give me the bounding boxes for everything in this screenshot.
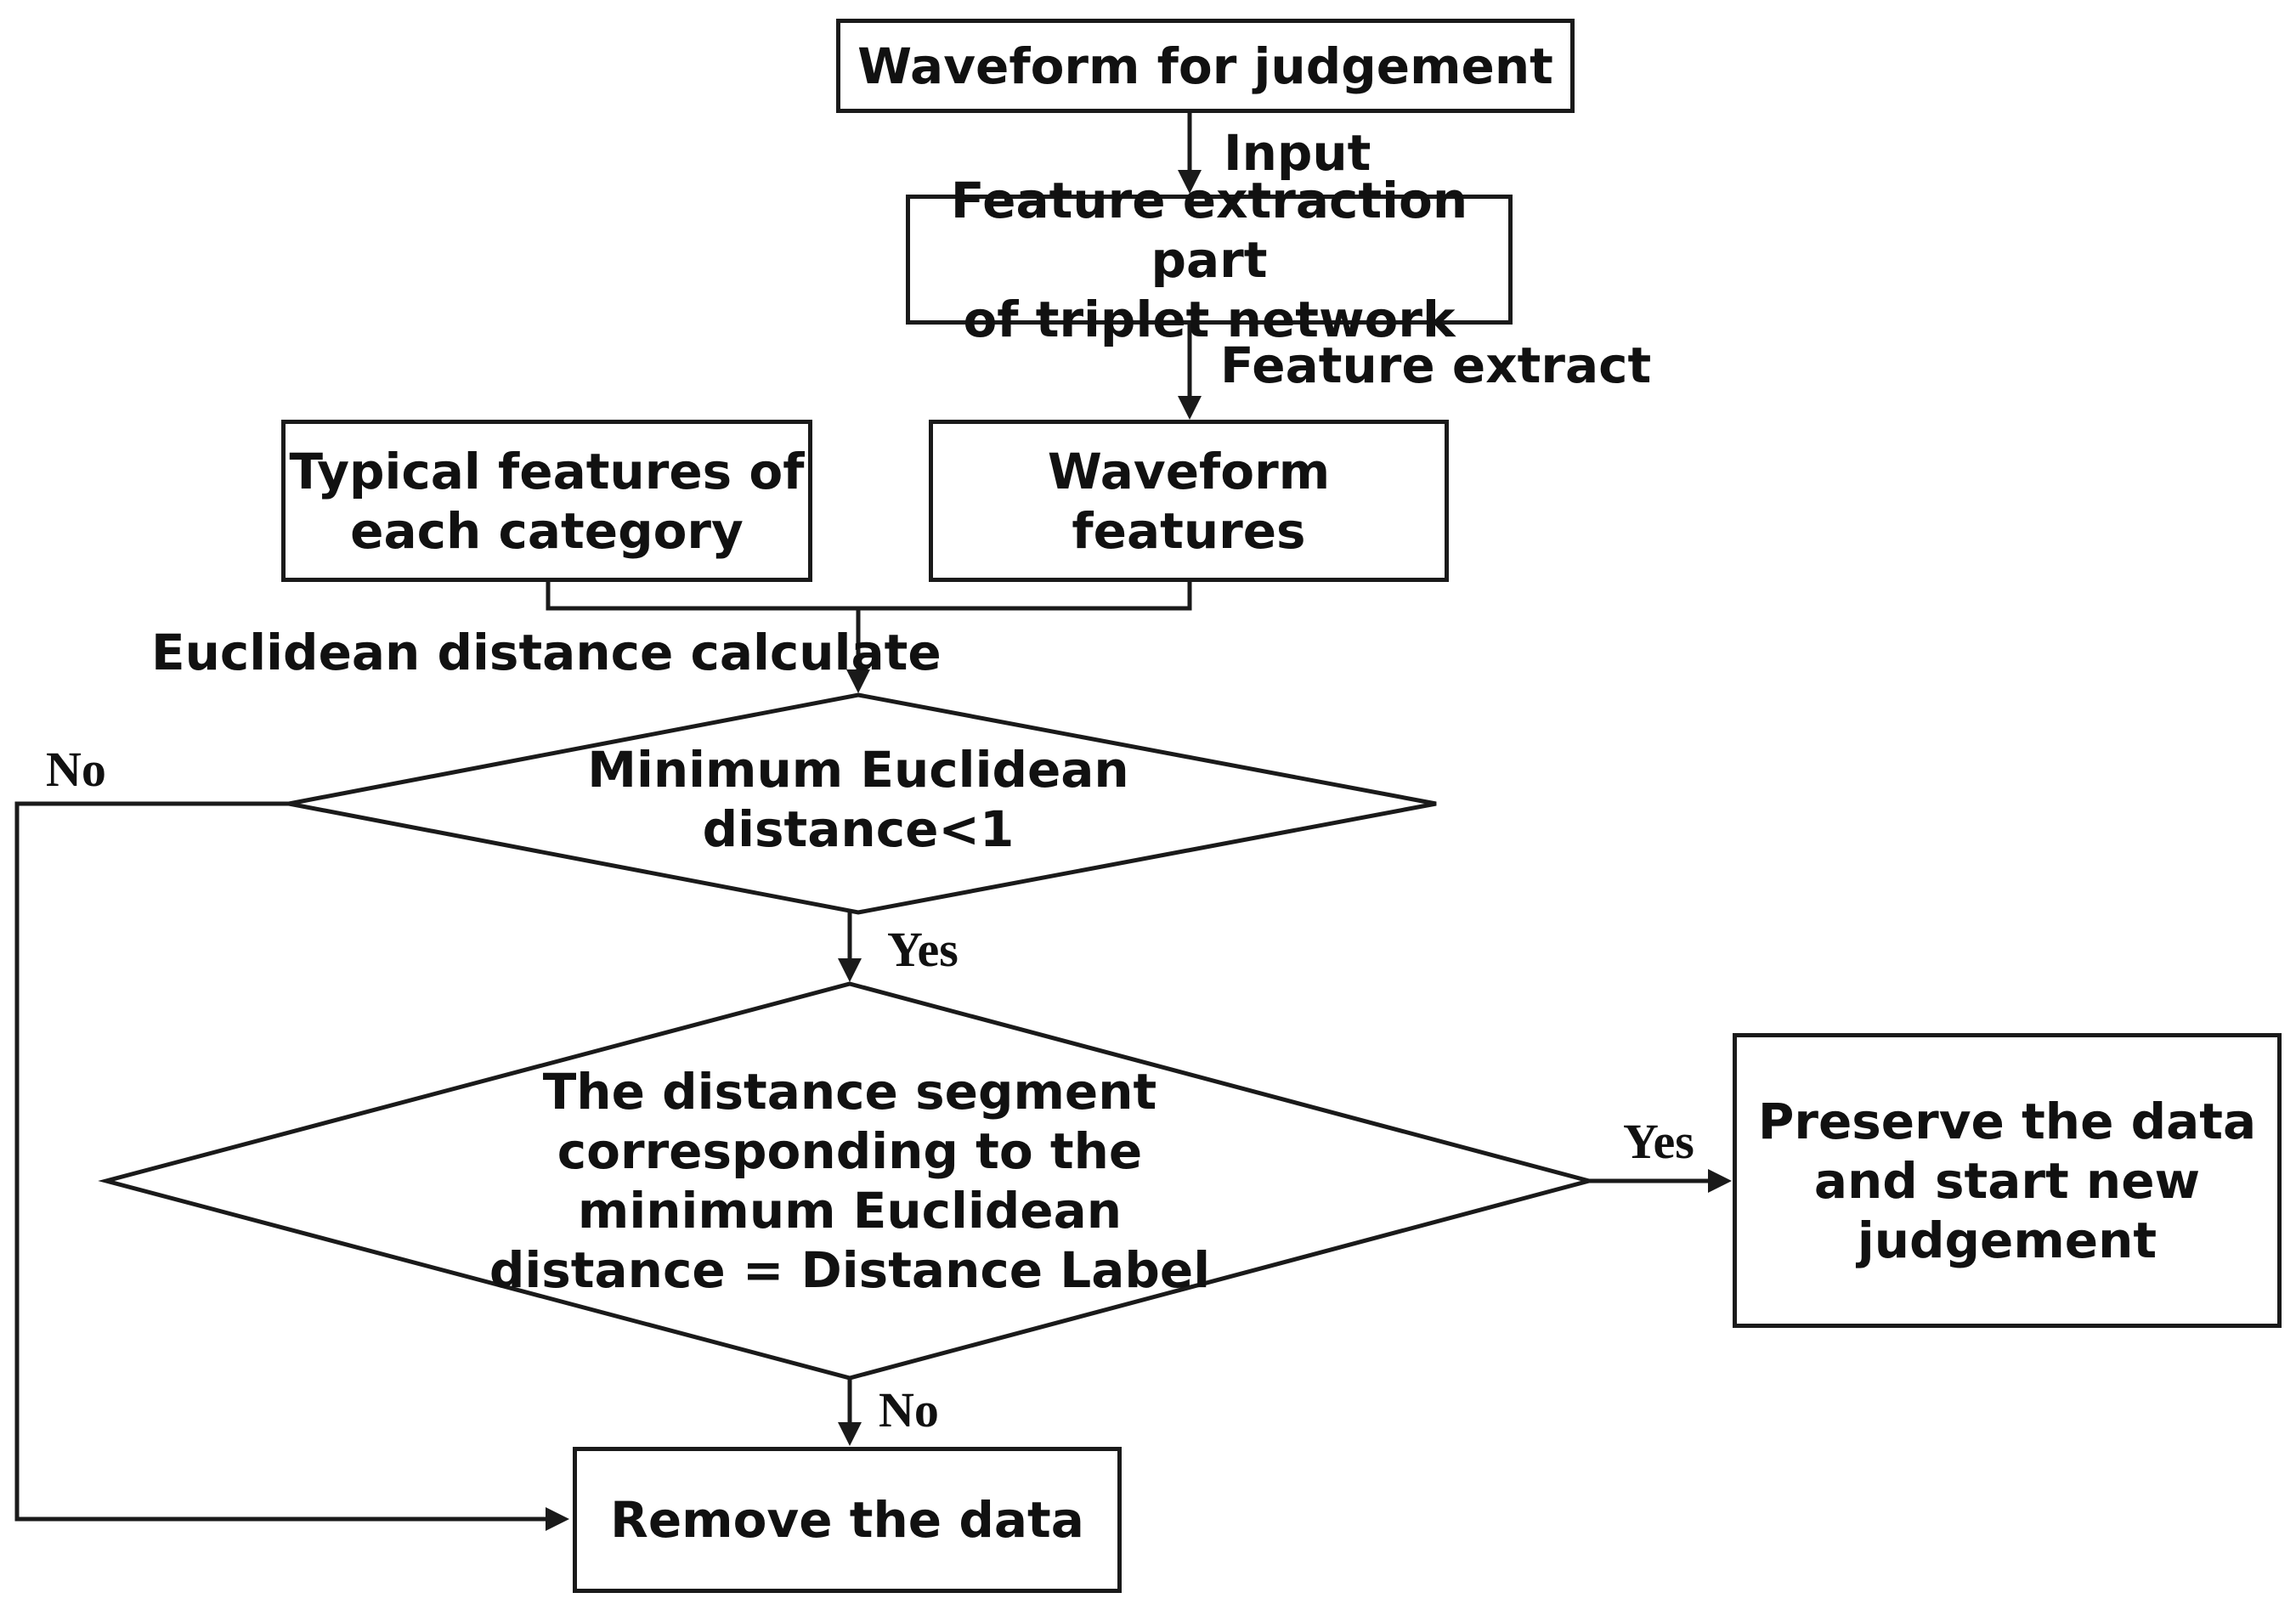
merge-line-waveform bbox=[858, 582, 1192, 611]
arrowhead-no-left bbox=[546, 1507, 569, 1531]
merge-line-typical bbox=[546, 582, 858, 611]
arrowhead-yes-down bbox=[838, 958, 862, 982]
edge-label-yes-down: Yes bbox=[887, 922, 959, 977]
arrowhead-feature-extract bbox=[1178, 396, 1202, 420]
waveform-input-box: Waveform for judgement bbox=[836, 19, 1575, 113]
decision-min-distance-label: Minimum Euclidean distance<1 bbox=[587, 741, 1129, 858]
decision-min-distance-shape bbox=[288, 692, 1437, 915]
arrowhead-euclidean bbox=[846, 669, 870, 693]
edge-label-feature-extract: Feature extract bbox=[1220, 336, 1652, 394]
remove-box: Remove the data bbox=[573, 1447, 1122, 1593]
arrowhead-input bbox=[1178, 170, 1202, 194]
waveform-input-label: Waveform for judgement bbox=[857, 37, 1553, 95]
remove-label: Remove the data bbox=[610, 1491, 1084, 1549]
typical-features-label: Typical features of each category bbox=[289, 442, 805, 560]
preserve-label: Preserve the data and start new judgemen… bbox=[1757, 1092, 2257, 1269]
edge-label-no-down: No bbox=[879, 1382, 939, 1437]
arrowhead-no-down bbox=[838, 1422, 862, 1446]
edge-label-yes-right: Yes bbox=[1623, 1114, 1694, 1169]
edge-label-no-left: No bbox=[46, 742, 106, 797]
feature-extraction-box: Feature extraction part of triplet netwo… bbox=[906, 172, 1513, 348]
preserve-box: Preserve the data and start new judgemen… bbox=[1733, 1033, 2282, 1328]
arrow-no-left bbox=[14, 801, 564, 1522]
waveform-features-label: Waveform features bbox=[1047, 442, 1331, 560]
edge-label-input: Input bbox=[1224, 124, 1371, 182]
feature-extraction-label: Feature extraction part of triplet netwo… bbox=[950, 171, 1468, 348]
arrowhead-yes-right bbox=[1708, 1169, 1732, 1193]
decision-segment-label: The distance segment corresponding to th… bbox=[489, 1063, 1211, 1299]
edge-label-euclidean: Euclidean distance calculate bbox=[151, 624, 942, 681]
typical-features-box: Typical features of each category bbox=[281, 420, 812, 582]
waveform-features-box: Waveform features bbox=[929, 420, 1449, 582]
